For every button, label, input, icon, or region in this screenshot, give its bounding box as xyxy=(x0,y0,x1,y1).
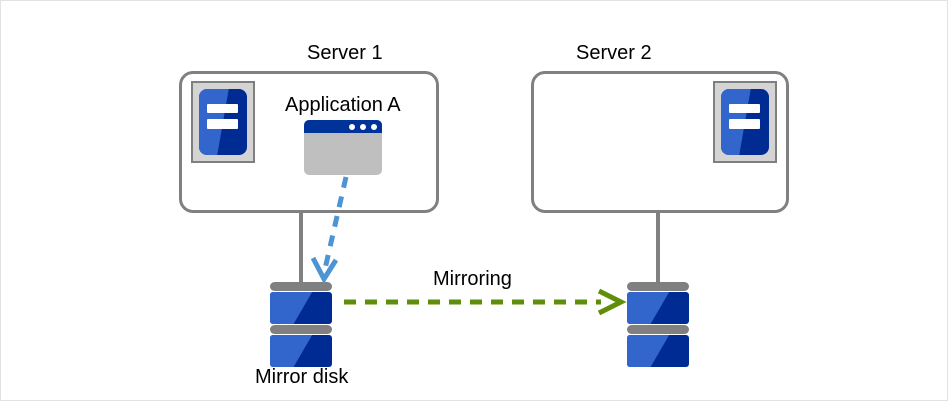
mirror-disk-left xyxy=(270,282,332,368)
disk-platter-1 xyxy=(270,292,332,324)
disk-platter-sheen xyxy=(627,292,670,324)
disk-cap-top xyxy=(627,282,689,291)
mirror-disk-label: Mirror disk xyxy=(255,366,349,388)
server-device-bar-2 xyxy=(728,119,761,130)
application-a-label: Application A xyxy=(285,94,401,116)
server-device-bar-1 xyxy=(728,103,761,114)
disk-platter-sheen xyxy=(270,335,313,367)
server-icon xyxy=(191,81,255,163)
server-icon xyxy=(713,81,777,163)
application-window-titlebar xyxy=(304,120,382,133)
disk-platter-1 xyxy=(627,292,689,324)
server-device-bar-2 xyxy=(206,119,239,130)
window-dot-2 xyxy=(360,124,366,130)
window-dot-1 xyxy=(349,124,355,130)
server2-disk-connector xyxy=(656,213,660,285)
disk-platter-sheen xyxy=(627,335,670,367)
window-dot-3 xyxy=(371,124,377,130)
server1-title: Server 1 xyxy=(307,42,383,64)
server2-title: Server 2 xyxy=(576,42,652,64)
server1-disk-connector xyxy=(299,213,303,285)
disk-cap-top xyxy=(270,282,332,291)
mirroring-arrow xyxy=(344,288,627,316)
mirroring-label: Mirroring xyxy=(433,268,512,290)
disk-platter-sheen xyxy=(270,292,313,324)
server-device-graphic xyxy=(199,89,247,155)
application-window-icon xyxy=(304,120,382,175)
server-device-bar-1 xyxy=(206,103,239,114)
disk-cap-middle xyxy=(270,325,332,334)
disk-cap-middle xyxy=(627,325,689,334)
disk-platter-2 xyxy=(270,335,332,367)
server-device-graphic xyxy=(721,89,769,155)
mirror-disk-right xyxy=(627,282,689,368)
disk-platter-2 xyxy=(627,335,689,367)
